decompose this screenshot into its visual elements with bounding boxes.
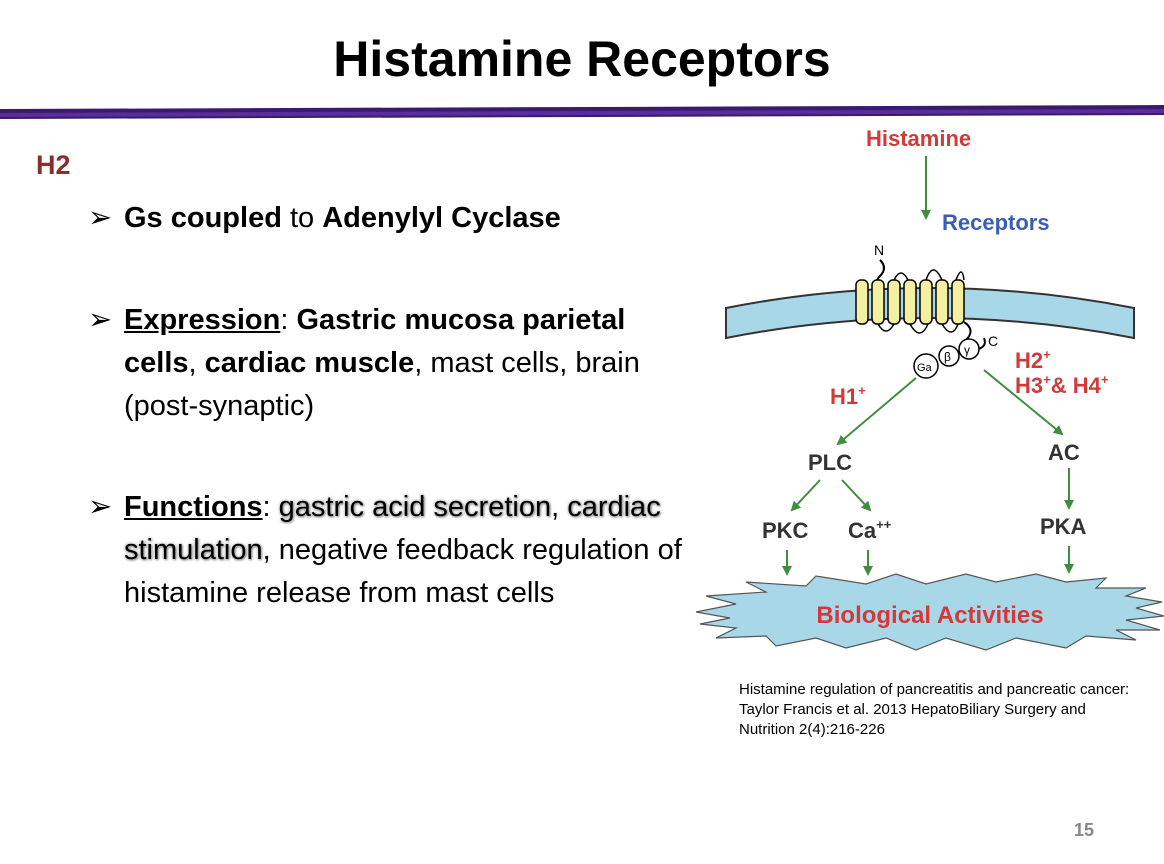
bullet-functions: ➢ Functions: gastric acid secretion, car… bbox=[88, 486, 688, 615]
histamine-receptor-diagram: Histamine Receptors N C Ga β γ H1+ H2+ H… bbox=[696, 126, 1164, 651]
bullet-heading: Functions bbox=[124, 491, 263, 523]
h2-arrow bbox=[983, 369, 1064, 436]
bullet-text-bold: Gs coupled bbox=[124, 202, 282, 234]
pka-label: PKA bbox=[1040, 514, 1087, 539]
ca-label: Ca++ bbox=[848, 517, 892, 543]
g-beta-label: β bbox=[944, 350, 951, 364]
section-label: H2 bbox=[36, 150, 71, 180]
g-alpha-label: Ga bbox=[917, 362, 933, 374]
biological-activities-label: Biological Activities bbox=[816, 602, 1043, 629]
bullet-text-bold: cardiac muscle bbox=[204, 347, 415, 379]
plc-label: PLC bbox=[808, 450, 852, 475]
h3-h4-label: H3+& H4+ bbox=[1015, 372, 1109, 398]
bullet-text: , bbox=[551, 491, 568, 523]
c-terminus-label: C bbox=[988, 333, 998, 349]
receptors-label: Receptors bbox=[942, 210, 1050, 235]
bullet-expression: ➢ Expression: Gastric mucosa parietal ce… bbox=[88, 299, 688, 428]
page-number: 15 bbox=[1074, 820, 1095, 840]
ac-label: AC bbox=[1048, 440, 1080, 465]
h2-label: H2+ bbox=[1015, 347, 1051, 373]
bullet-text-bold: Adenylyl Cyclase bbox=[322, 202, 561, 234]
receptor-helices bbox=[855, 269, 965, 334]
citation: Histamine regulation of pancreatitis and… bbox=[739, 680, 1164, 740]
bullet-text-highlight: gastric acid secretion bbox=[278, 491, 552, 523]
h1-arrow bbox=[836, 377, 917, 446]
plc-pkc-arrow bbox=[790, 479, 821, 512]
pkc-label: PKC bbox=[762, 518, 809, 543]
bullet-text: : bbox=[262, 491, 279, 523]
bullet-arrow-icon: ➢ bbox=[88, 202, 113, 234]
g-beta-subunit bbox=[938, 345, 960, 367]
g-alpha-subunit bbox=[913, 353, 939, 379]
bullet-text: to bbox=[281, 202, 323, 234]
citation-line: Taylor Francis et al. 2013 HepatoBiliary… bbox=[739, 701, 1086, 718]
title-divider bbox=[0, 105, 1164, 119]
slide-title: Histamine Receptors bbox=[333, 31, 831, 87]
plc-ca-arrow bbox=[841, 479, 872, 512]
g-gamma-label: γ bbox=[964, 343, 970, 357]
bullet-text-highlight: cardiac stimulation bbox=[124, 491, 661, 566]
h1-label: H1+ bbox=[830, 383, 866, 409]
bullet-text: , negative feedback regulation of histam… bbox=[124, 534, 682, 609]
citation-line: Histamine regulation of pancreatitis and… bbox=[739, 681, 1130, 698]
biological-activities-burst bbox=[696, 573, 1164, 651]
bullet-text: : bbox=[280, 304, 297, 336]
histamine-label: Histamine bbox=[866, 126, 971, 151]
citation-line: Nutrition 2(4):216-226 bbox=[739, 721, 885, 738]
bullet-gs-coupled: ➢ Gs coupled to Adenylyl Cyclase bbox=[88, 197, 688, 240]
bullet-heading: Expression bbox=[124, 304, 281, 336]
bullet-arrow-icon: ➢ bbox=[88, 304, 113, 336]
bullet-text-bold: Gastric mucosa parietal cells bbox=[124, 304, 626, 379]
bullet-text: , mast cells, brain (post-synaptic) bbox=[124, 347, 640, 422]
bullet-arrow-icon: ➢ bbox=[88, 491, 113, 523]
g-gamma-subunit bbox=[958, 338, 980, 360]
bullet-text: , bbox=[188, 347, 205, 379]
n-terminus-label: N bbox=[874, 242, 884, 258]
